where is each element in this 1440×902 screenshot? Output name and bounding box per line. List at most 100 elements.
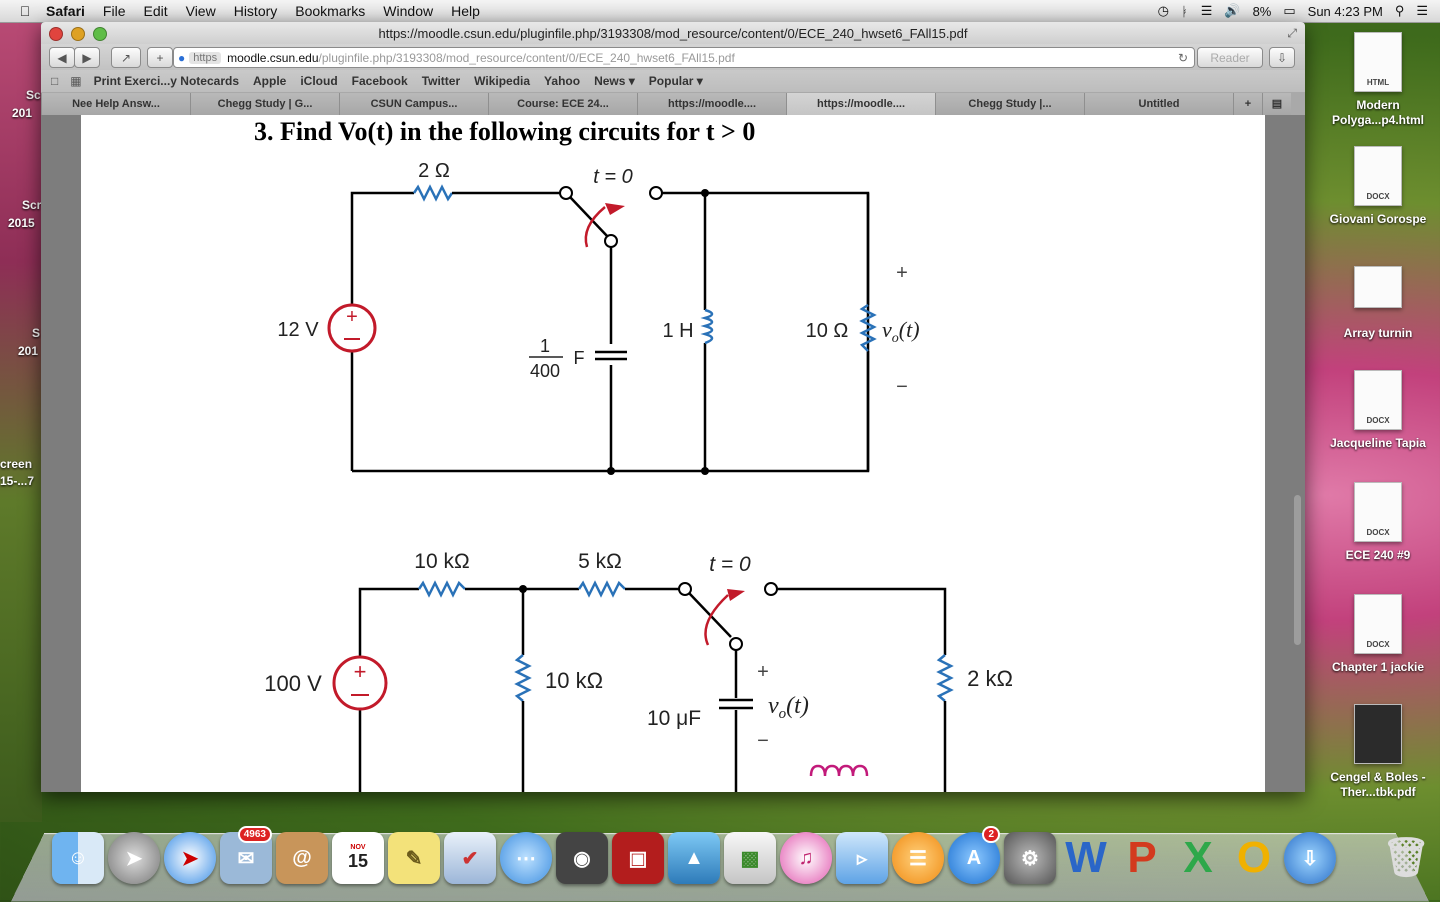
bookmark-item[interactable]: Apple [253,74,287,88]
desktop-file[interactable]: Cengel & Boles - Ther...tbk.pdf [1318,704,1438,800]
calendar-icon[interactable]: NOV 15 [332,832,384,884]
label-minus: − [757,730,769,752]
desktop-file[interactable]: Array turnin [1318,266,1438,341]
forward-button[interactable]: ▶ [74,47,100,68]
tab[interactable]: CSUN Campus... [339,93,488,115]
powerpoint-icon[interactable]: P [1127,833,1157,882]
vo-argument: (t) [899,317,920,342]
label-cap-unit: F [574,348,585,368]
facetime-icon[interactable]: ◉ [556,832,608,884]
messages-icon[interactable]: ⋯ [500,832,552,884]
vo-letter: v [882,317,892,342]
switch-blade [569,196,609,238]
office-icon[interactable]: O [1236,833,1272,882]
preview-icon[interactable]: ✔ [444,832,496,884]
downloads-icon[interactable]: ⇩ [1284,832,1336,884]
tab[interactable]: Nee Help Answ... [41,93,190,115]
tab[interactable]: Chegg Study |... [935,93,1084,115]
top-sites-grid-icon[interactable]: ▦ [70,74,82,88]
bookmark-item[interactable]: Yahoo [544,74,581,88]
label-cap-num: 1 [540,336,550,356]
mail-icon[interactable]: ✉4963 [220,826,272,884]
wire [358,587,419,792]
launchpad-icon[interactable]: ➤ [108,832,160,884]
menu-edit[interactable]: Edit [143,3,168,19]
tab-overview-button[interactable]: ▤ [1262,93,1291,115]
bookmark-item[interactable]: Twitter [421,74,461,88]
menu-history[interactable]: History [233,3,278,19]
keynote-icon[interactable]: ▹ [836,832,888,884]
finder-icon[interactable]: ☺ [52,832,104,884]
share-button[interactable]: ↗ [111,47,141,68]
menu-file[interactable]: File [102,3,126,19]
menu-window[interactable]: Window [383,3,434,19]
bookmark-item[interactable]: iCloud [300,74,338,88]
bookmarks-book-icon[interactable]: □ [51,74,59,88]
address-bar[interactable]: ● https moodle.csun.edu /pluginfile.php/… [173,47,1195,68]
bluetooth-icon[interactable]: ᛓ [1180,3,1189,19]
system-preferences-icon[interactable]: ⚙ [1004,832,1056,884]
menu-bookmarks[interactable]: Bookmarks [295,3,366,19]
tab[interactable]: https://moodle.... [637,93,786,115]
itunes-icon[interactable]: ♫ [780,832,832,884]
wifi-icon[interactable]: ☰ [1200,3,1213,18]
battery-percent[interactable]: 8% [1252,3,1272,19]
bookmark-item[interactable]: Wikipedia [474,74,531,88]
ibooks-icon[interactable]: ☰ [892,832,944,884]
resistor-10k-shunt [514,654,532,702]
tab[interactable]: Course: ECE 24... [488,93,637,115]
menu-view[interactable]: View [185,3,216,19]
bookmark-item[interactable]: Print Exerci...y Notecards [93,74,239,88]
inductor-1h [700,308,714,345]
title-bar: https://moodle.csun.edu/pluginfile.php/3… [41,22,1305,44]
volume-icon[interactable]: 🔊 [1224,3,1241,18]
docx-file-icon: DOCX [1354,594,1402,654]
excel-icon[interactable]: X [1183,833,1213,882]
word-icon[interactable]: W [1065,833,1107,882]
clock[interactable]: Sun 4:23 PM [1307,3,1383,19]
notification-center-icon[interactable]: ☰ [1416,3,1428,18]
notes-icon[interactable]: ✎ [388,832,440,884]
new-tab-plus-button[interactable]: + [1233,93,1262,115]
reload-icon[interactable]: ↻ [1177,50,1188,65]
tab[interactable]: Untitled [1084,93,1233,115]
zoom-button[interactable] [93,27,107,41]
desktop-label: 201 [12,106,33,120]
close-button[interactable] [49,27,63,41]
minimize-button[interactable] [71,27,85,41]
time-machine-icon[interactable]: ◷ [1157,3,1169,18]
label-r2: 5 kΩ [578,550,622,573]
safari-icon[interactable]: ➤ [164,832,216,884]
apple-menu-icon[interactable]:  [16,3,34,19]
bookmark-item[interactable]: News ▾ [594,74,635,88]
trash-icon[interactable]: 🗑 [1381,837,1431,879]
reader-button[interactable]: Reader [1197,47,1263,68]
desktop-file[interactable]: HTML Modern Polyga...p4.html [1318,32,1438,128]
tab[interactable]: Chegg Study | G... [190,93,339,115]
tab-active[interactable]: https://moodle.... [786,93,935,115]
vertical-scrollbar[interactable] [1294,495,1301,645]
label-r1: 2 Ω [418,160,450,182]
spotlight-icon[interactable]: ⚲ [1394,3,1405,18]
back-button[interactable]: ◀ [49,47,75,68]
desktop-file[interactable]: DOCX Chapter 1 jackie [1318,594,1438,675]
numbers-icon[interactable]: ▩ [724,832,776,884]
calendar-day: 15 [347,851,369,871]
fullscreen-icon[interactable]: ⤢ [1287,26,1297,40]
desktop-file[interactable]: DOCX ECE 240 #9 [1318,482,1438,563]
label-cap: 10 μF [647,707,701,730]
bookmark-item[interactable]: Popular ▾ [648,74,703,88]
bookmark-item[interactable]: Facebook [351,74,408,88]
downloads-button[interactable]: ⇩ [1269,47,1295,68]
label-plus: + [757,661,769,683]
new-tab-button[interactable]: + [147,47,173,68]
desktop-file[interactable]: DOCX Jacqueline Tapia [1318,370,1438,451]
menu-help[interactable]: Help [451,3,480,19]
desktop-file[interactable]: DOCX Giovani Gorospe [1318,146,1438,227]
contacts-icon[interactable]: @ [276,832,328,884]
photobooth-icon[interactable]: ▣ [612,832,664,884]
iphoto-icon[interactable]: ▲ [668,832,720,884]
menu-app-name[interactable]: Safari [46,3,85,19]
battery-icon[interactable]: ▭ [1283,3,1296,18]
